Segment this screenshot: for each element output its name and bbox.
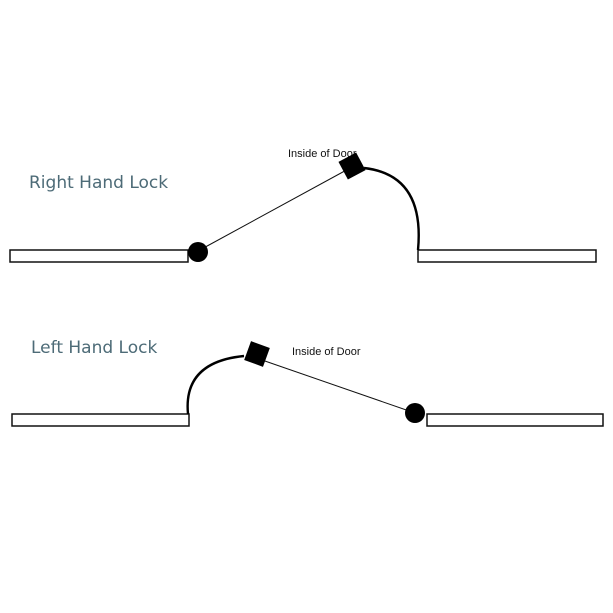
left-door-leaf [261, 359, 416, 414]
right-right-wall [417, 249, 597, 263]
right-door-swing-arc [363, 166, 420, 251]
right-left-wall [9, 249, 189, 263]
left-left-wall [11, 413, 190, 427]
right-hinge-icon [188, 242, 208, 262]
right-hand-lock-diagram: Right Hand Lock Inside of Door [9, 148, 597, 263]
right-door-leaf [197, 166, 353, 252]
left-door-swing-arc [186, 354, 245, 415]
right-hand-lock-title: Right Hand Lock [29, 173, 168, 193]
right-lock-icon [338, 152, 366, 180]
left-lock-icon [244, 341, 270, 367]
left-hand-lock-title: Left Hand Lock [31, 338, 157, 358]
left-right-wall [426, 413, 604, 427]
left-hinge-icon [405, 403, 425, 423]
right-inside-of-door-label: Inside of Door [288, 148, 357, 160]
left-hand-lock-diagram: Left Hand Lock Inside of Door [11, 338, 604, 427]
left-inside-of-door-label: Inside of Door [292, 346, 361, 358]
